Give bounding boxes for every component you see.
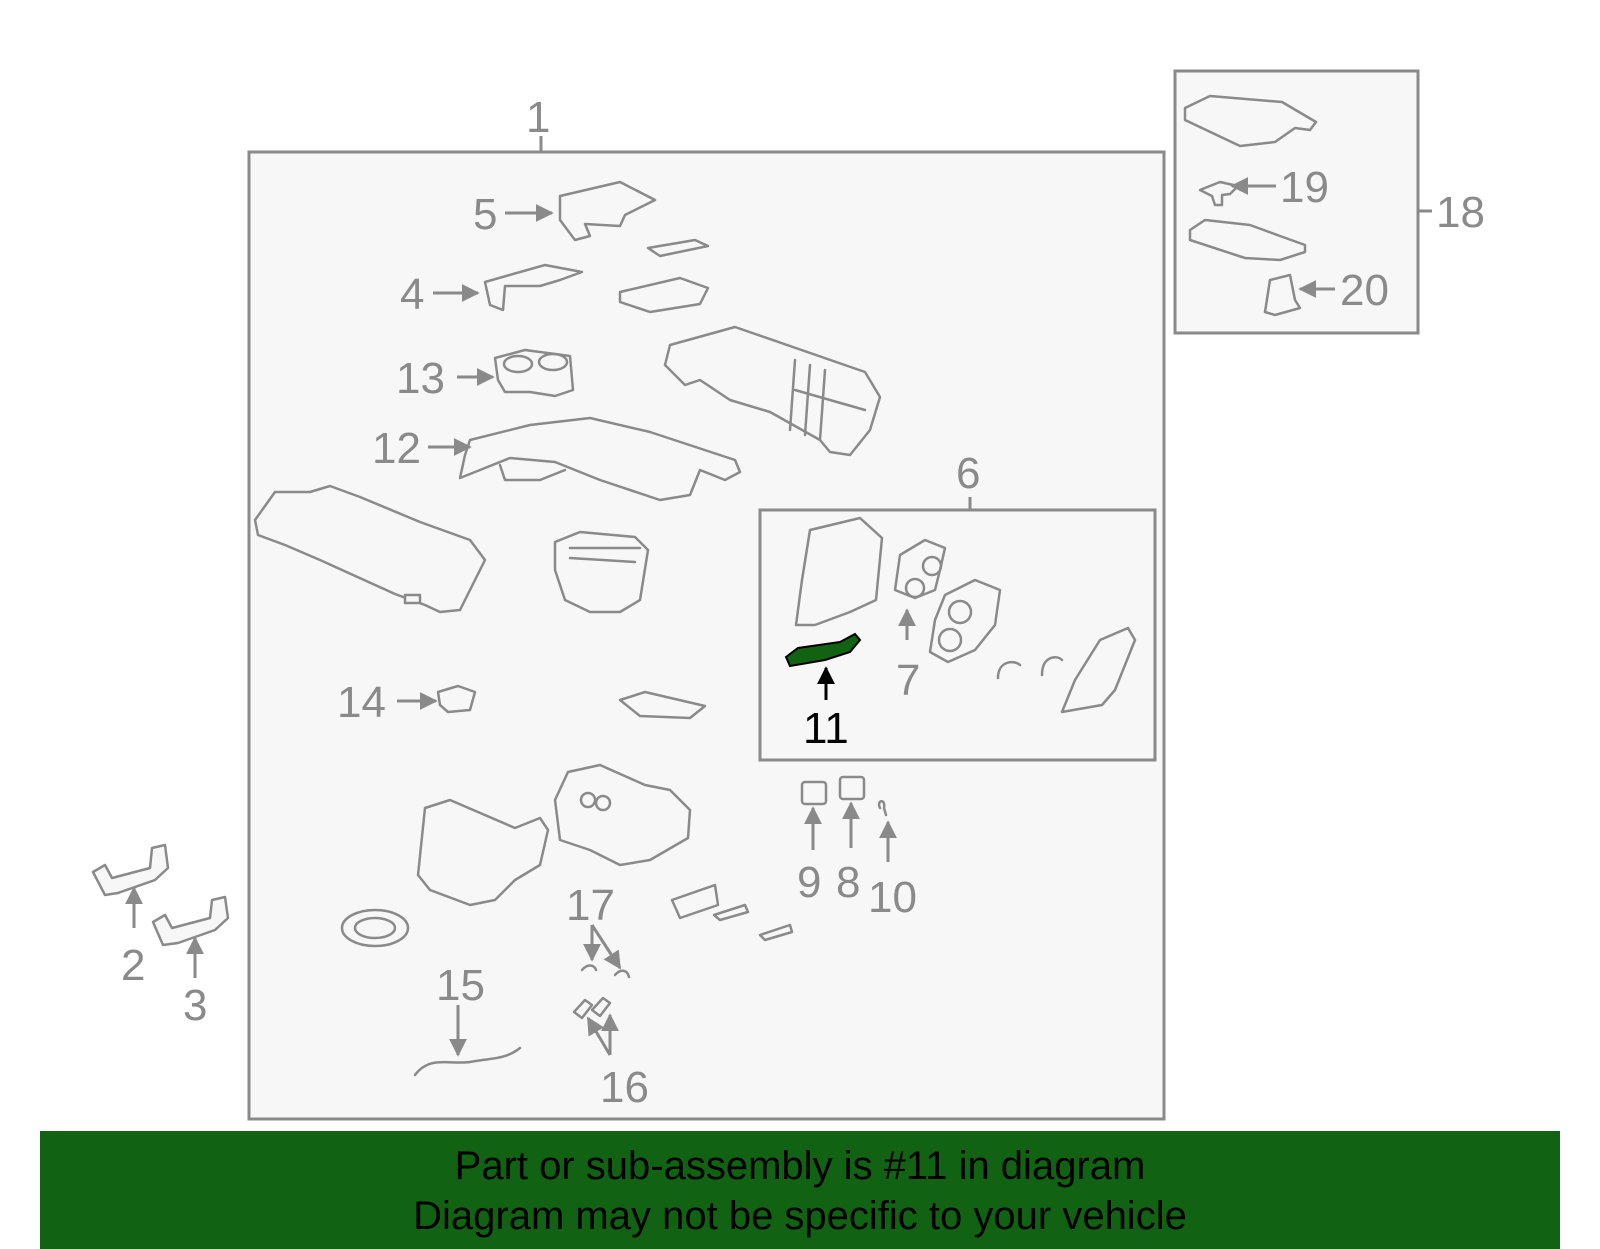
part-4: 4	[400, 263, 584, 319]
part-12: 12	[372, 416, 742, 502]
callout-18: 18	[1436, 188, 1485, 237]
callout-14: 14	[337, 678, 386, 727]
banner-line-1: Part or sub-assembly is #11 in diagram	[454, 1144, 1146, 1188]
part-2: 2	[91, 843, 170, 990]
callout-15: 15	[436, 961, 485, 1010]
part-9: 9	[797, 780, 828, 907]
info-banner: Part or sub-assembly is #11 in diagram D…	[40, 1131, 1560, 1249]
part-19: 19	[1198, 163, 1329, 212]
callout-9: 9	[797, 858, 821, 907]
banner-line-2: Diagram may not be specific to your vehi…	[413, 1194, 1187, 1238]
callout-11: 11	[803, 704, 849, 753]
callout-7: 7	[896, 656, 920, 705]
callout-6: 6	[956, 449, 980, 498]
part-20: 20	[1263, 266, 1389, 317]
callout-16: 16	[600, 1063, 649, 1112]
callout-5: 5	[473, 190, 497, 239]
callout-19: 19	[1280, 163, 1329, 212]
callout-20: 20	[1340, 266, 1389, 315]
part-14: 14	[337, 678, 477, 727]
part-10: 10	[868, 800, 917, 922]
part-15: 15	[413, 961, 522, 1077]
part-17: 17	[566, 881, 631, 979]
callout-10: 10	[868, 873, 917, 922]
part-5: 5	[473, 180, 657, 242]
part-3: 3	[151, 895, 230, 1030]
part-8: 8	[836, 775, 866, 907]
callout-12: 12	[372, 424, 421, 473]
callout-17: 17	[566, 881, 615, 930]
callout-1: 1	[526, 93, 550, 142]
part-13: 13	[396, 348, 575, 403]
part-11-highlighted[interactable]: 11	[784, 632, 862, 753]
part-16: 16	[572, 996, 649, 1112]
callout-13: 13	[396, 354, 445, 403]
callout-4: 4	[400, 270, 424, 319]
callout-3: 3	[183, 981, 207, 1030]
callout-2: 2	[121, 941, 145, 990]
callout-8: 8	[836, 858, 860, 907]
